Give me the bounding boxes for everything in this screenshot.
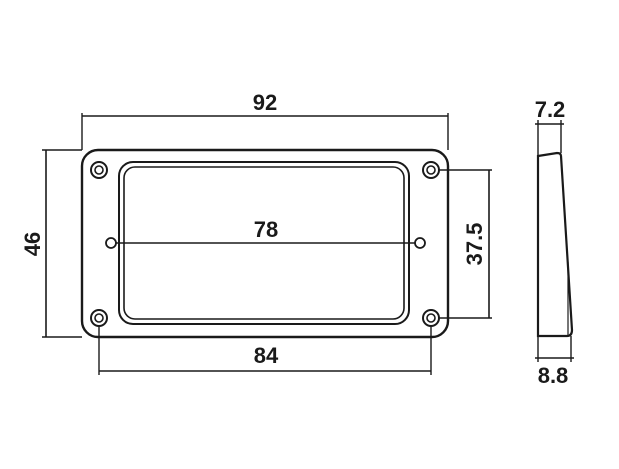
mount-hole-right (414, 237, 426, 249)
top-width-label: 92 (253, 90, 277, 115)
side-profile (536, 151, 574, 338)
height-label: 46 (20, 232, 45, 256)
bottom-width-label: 84 (254, 343, 279, 368)
screw-hole-top-left (90, 161, 108, 179)
mount-hole-left (105, 237, 117, 249)
profile-top-label: 7.2 (535, 97, 566, 122)
right-vertical-label: 37.5 (462, 223, 487, 266)
screw-hole-bottom-right (422, 309, 440, 327)
outer-frame (80, 148, 450, 339)
screw-hole-bottom-left (90, 309, 108, 327)
profile-bottom-label: 8.8 (538, 363, 569, 388)
screw-hole-top-right (422, 161, 440, 179)
mount-spacing-label: 78 (254, 217, 278, 242)
